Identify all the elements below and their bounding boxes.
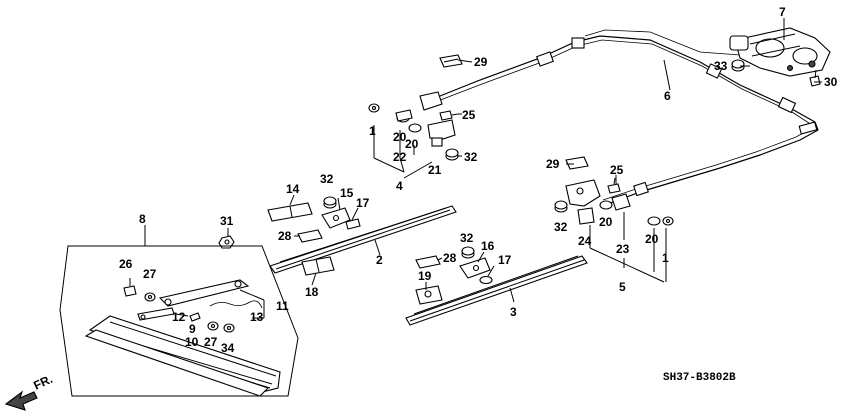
part-number-27-lower: 27 bbox=[204, 335, 218, 349]
front-left-small-parts bbox=[368, 103, 459, 161]
part-number-29-upper: 29 bbox=[474, 55, 488, 69]
part-number-5: 5 bbox=[619, 280, 626, 294]
part-number-31: 31 bbox=[220, 214, 234, 228]
part-number-26: 26 bbox=[119, 257, 133, 271]
part-number-21: 21 bbox=[428, 163, 442, 177]
part-number-3: 3 bbox=[510, 305, 517, 319]
front-direction-arrow: FR. bbox=[4, 372, 55, 411]
nut-31 bbox=[218, 235, 235, 249]
part-number-14: 14 bbox=[286, 182, 300, 196]
part-number-27-upper: 27 bbox=[143, 267, 157, 281]
part-number-20-left-a: 20 bbox=[393, 130, 407, 144]
part-number-30: 30 bbox=[824, 75, 838, 89]
part-number-17-left: 17 bbox=[356, 196, 370, 210]
part-number-20-left-b: 20 bbox=[405, 137, 419, 151]
part-number-32-right: 32 bbox=[554, 220, 568, 234]
direction-label: FR. bbox=[31, 372, 54, 393]
part-number-32-upper: 32 bbox=[464, 150, 478, 164]
nut-33 bbox=[731, 59, 745, 72]
right-rail-parts bbox=[415, 246, 493, 305]
guide-rail-right bbox=[405, 255, 588, 326]
part-number-33: 33 bbox=[714, 59, 728, 73]
part-number-1-left: 1 bbox=[369, 124, 376, 138]
part-number-19: 19 bbox=[418, 269, 432, 283]
part-number-10: 10 bbox=[185, 335, 199, 349]
part-number-11: 11 bbox=[276, 299, 289, 313]
part-number-24: 24 bbox=[578, 234, 592, 248]
part-number-32-left: 32 bbox=[320, 172, 334, 186]
part-number-12: 12 bbox=[172, 310, 186, 324]
part-number-8: 8 bbox=[139, 212, 146, 226]
part-number-34: 34 bbox=[221, 341, 235, 355]
part-number-9: 9 bbox=[189, 322, 196, 336]
part-number-2: 2 bbox=[376, 253, 383, 267]
part-number-labels: 7 33 30 6 29 25 1 20 20 22 21 32 4 29 25… bbox=[119, 5, 838, 355]
clip-29-upper bbox=[439, 54, 463, 68]
part-number-20-right-a: 20 bbox=[599, 215, 613, 229]
part-number-4: 4 bbox=[396, 179, 403, 193]
part-number-6: 6 bbox=[664, 89, 671, 103]
part-number-13: 13 bbox=[250, 310, 264, 324]
deflector-assembly-box bbox=[59, 245, 299, 397]
part-number-1-right: 1 bbox=[662, 251, 669, 265]
guide-rail-left bbox=[269, 205, 457, 274]
part-number-29-lower: 29 bbox=[546, 157, 560, 171]
part-number-7: 7 bbox=[779, 5, 786, 19]
part-number-22: 22 bbox=[393, 150, 407, 164]
left-rail-parts bbox=[267, 196, 361, 276]
diagram-code: SH37-B3802B bbox=[663, 372, 736, 384]
part-number-23: 23 bbox=[616, 242, 630, 256]
part-number-15: 15 bbox=[340, 186, 354, 200]
leader-lines bbox=[144, 18, 822, 319]
part-number-17-right: 17 bbox=[498, 253, 512, 267]
drive-cable-assembly bbox=[419, 29, 819, 206]
bolt-30 bbox=[809, 69, 821, 87]
part-number-32-mid: 32 bbox=[460, 231, 474, 245]
part-number-25-upper: 25 bbox=[462, 108, 476, 122]
part-number-28-right: 28 bbox=[443, 251, 457, 265]
sunroof-motor bbox=[729, 27, 831, 77]
part-number-25-lower: 25 bbox=[610, 163, 624, 177]
part-number-16: 16 bbox=[481, 239, 495, 253]
part-number-28-left: 28 bbox=[278, 229, 292, 243]
part-number-18: 18 bbox=[305, 285, 319, 299]
part-number-20-right-b: 20 bbox=[645, 232, 659, 246]
rear-right-small-parts bbox=[554, 156, 674, 226]
